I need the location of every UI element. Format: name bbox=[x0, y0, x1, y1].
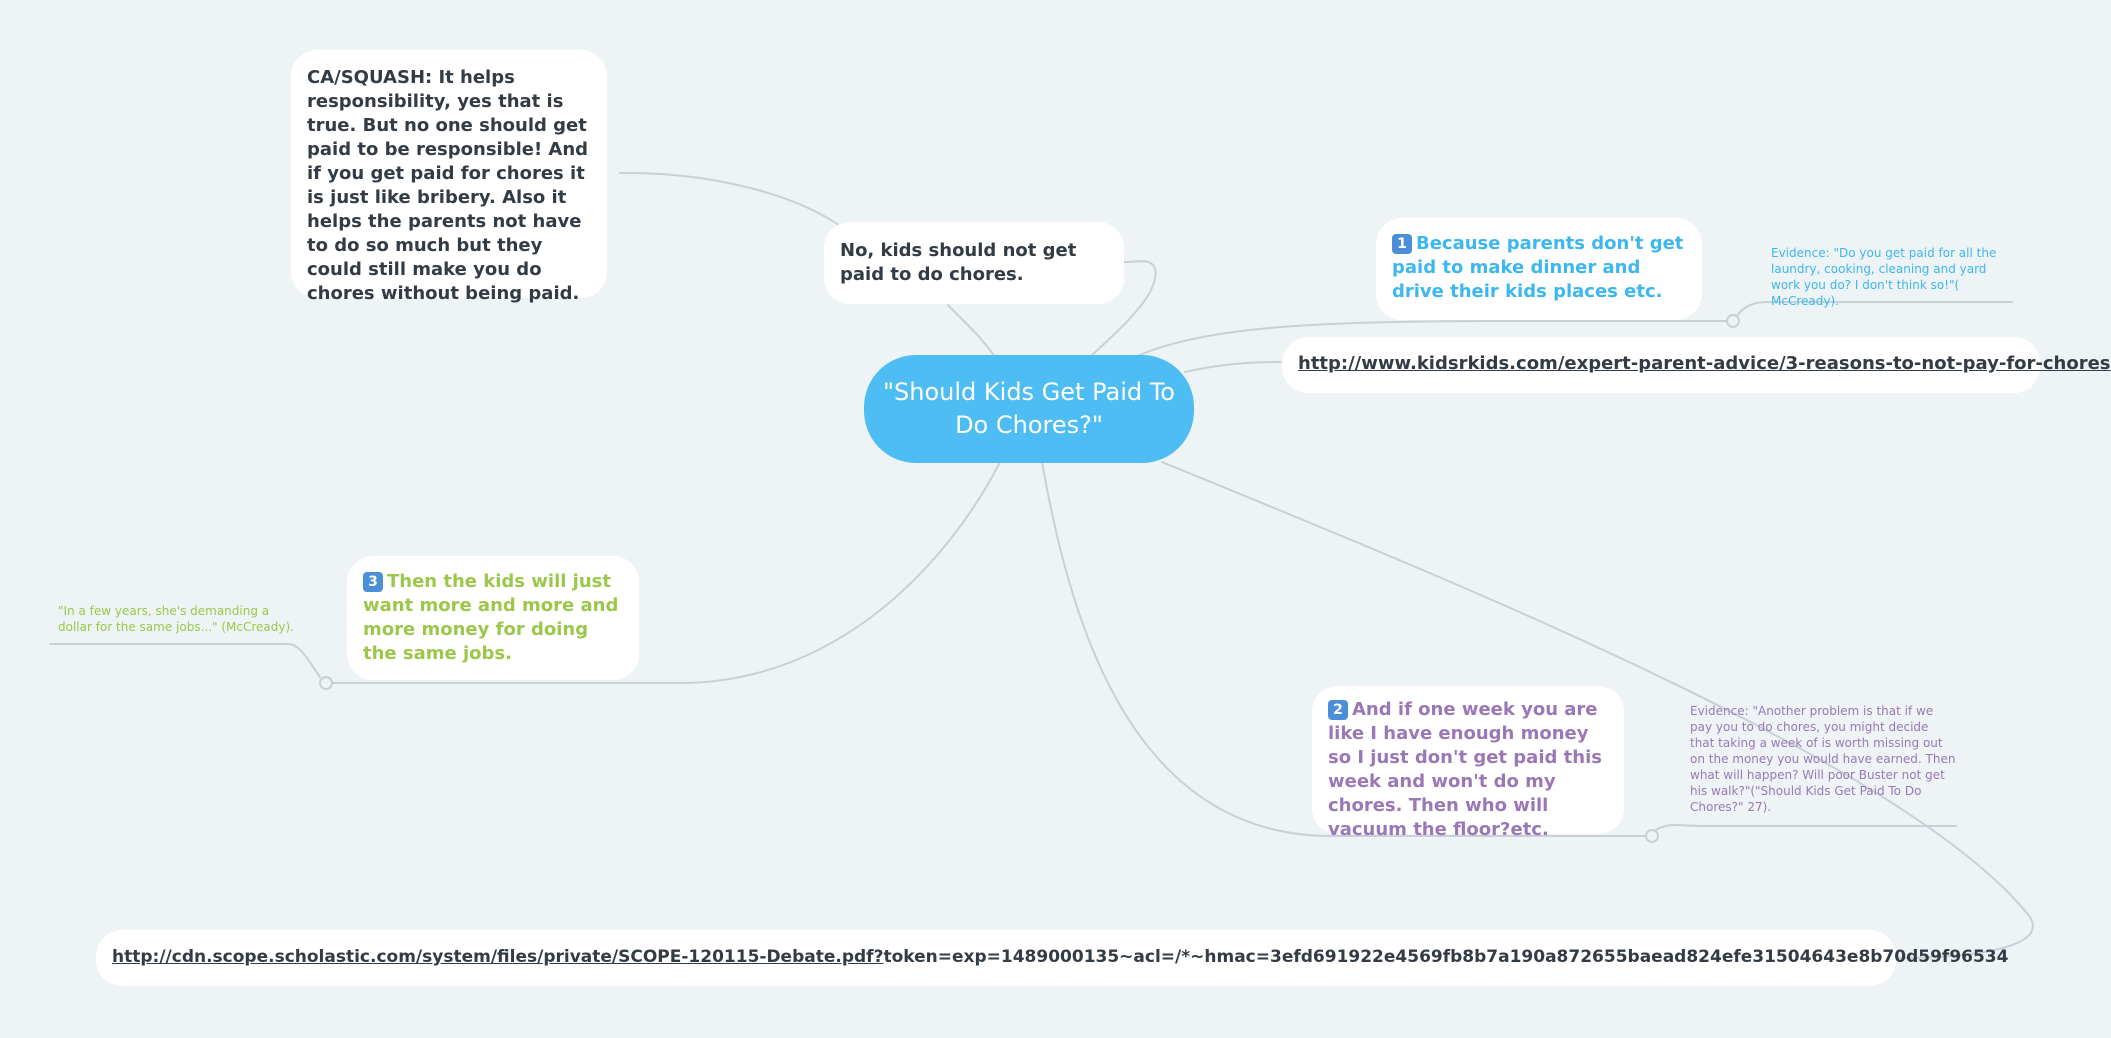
reason-2-evidence-text: Evidence: "Another problem is that if we… bbox=[1690, 704, 1956, 814]
connector-evidence1 bbox=[1733, 301, 2013, 321]
keycap-three-icon: 3 bbox=[363, 572, 383, 592]
keycap-two-icon: 2 bbox=[1328, 700, 1348, 720]
keycap-one-icon: 1 bbox=[1392, 234, 1412, 254]
connector-knob-3 bbox=[319, 676, 333, 690]
reason-1-text: Because parents don't get paid to make d… bbox=[1392, 233, 1684, 302]
connector-evidence2 bbox=[1655, 824, 1957, 831]
counter-claim-node[interactable]: No, kids should not get paid to do chore… bbox=[824, 222, 1124, 304]
kidsrkids-link[interactable]: http://www.kidsrkids.com/expert-parent-a… bbox=[1282, 337, 2111, 393]
reason-2-evidence: Evidence: "Another problem is that if we… bbox=[1690, 703, 1956, 815]
connector-evidence3 bbox=[49, 643, 321, 678]
counter-claim-text: No, kids should not get paid to do chore… bbox=[840, 240, 1077, 285]
connector-knob-1 bbox=[1726, 314, 1740, 328]
connector-root-reason3 bbox=[329, 461, 1001, 684]
connector-root-reason2 bbox=[1041, 461, 1646, 837]
reason-3-text: Then the kids will just want more and mo… bbox=[363, 571, 619, 664]
reason-2-text: And if one week you are like I have enou… bbox=[1328, 699, 1602, 840]
connector-root-scholastic bbox=[1161, 461, 2034, 959]
reason-1-evidence: Evidence: "Do you get paid for all the l… bbox=[1771, 245, 2011, 309]
connector-root-counter bbox=[947, 304, 996, 358]
reason-3-evidence: "In a few years, she's demanding a dolla… bbox=[58, 603, 304, 635]
connector-knob-2 bbox=[1645, 829, 1659, 843]
connector-root-reason1 bbox=[1139, 320, 1731, 356]
squash-text: CA/SQUASH: It helps responsibility, yes … bbox=[307, 67, 589, 304]
connector-counter-loop bbox=[1089, 260, 1157, 358]
reason-1-evidence-text: Evidence: "Do you get paid for all the l… bbox=[1771, 246, 1997, 308]
scholastic-link-url[interactable]: http://cdn.scope.scholastic.com/system/f… bbox=[112, 947, 884, 967]
reason-3-evidence-text: "In a few years, she's demanding a dolla… bbox=[58, 604, 294, 634]
scholastic-link[interactable]: http://cdn.scope.scholastic.com/system/f… bbox=[96, 930, 2008, 986]
central-topic-title: "Should Kids Get Paid To Do Chores?" bbox=[883, 378, 1175, 439]
kidsrkids-link-text[interactable]: http://www.kidsrkids.com/expert-parent-a… bbox=[1298, 353, 2111, 374]
central-topic[interactable]: "Should Kids Get Paid To Do Chores?" bbox=[864, 355, 1194, 463]
squash-node[interactable]: CA/SQUASH: It helps responsibility, yes … bbox=[291, 50, 607, 304]
scholastic-link-token: token=exp=1489000135~acl=/*~hmac=3efd691… bbox=[883, 947, 2009, 967]
connector-root-kidsrkids bbox=[1184, 361, 1283, 373]
connector-counter-squash bbox=[619, 171, 844, 229]
